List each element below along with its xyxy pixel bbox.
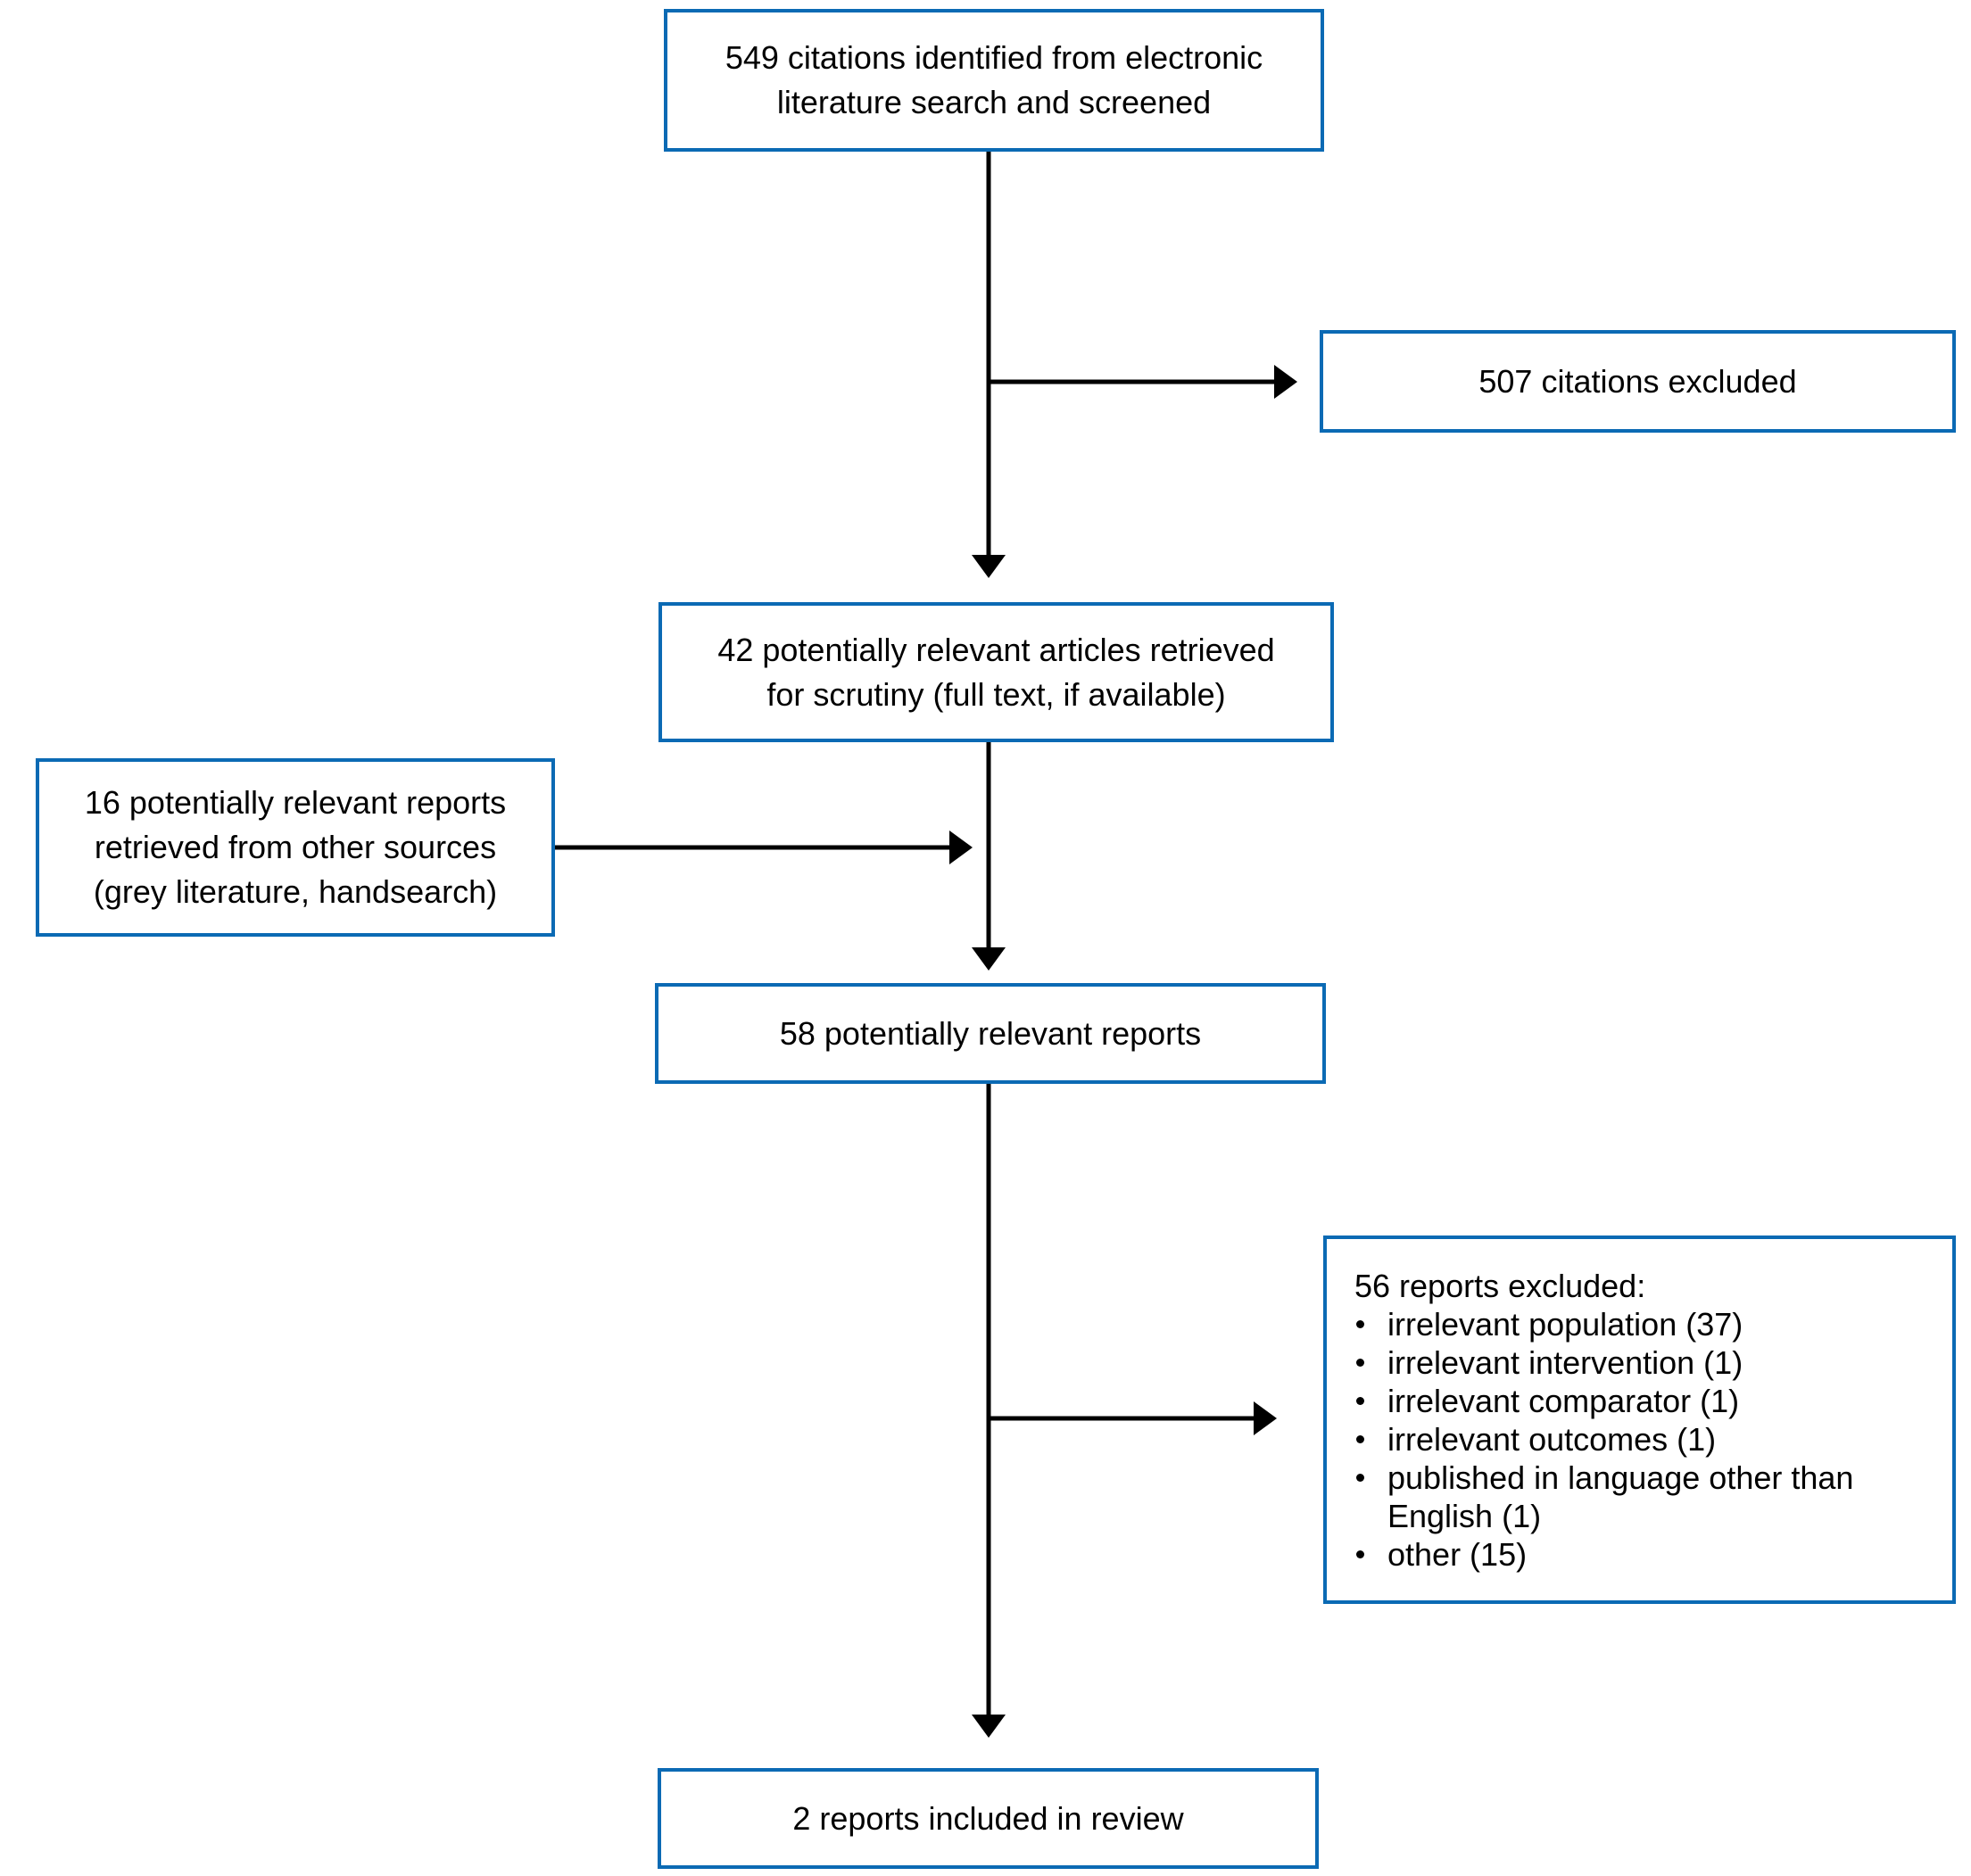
node-reports-included: 2 reports included in review (658, 1768, 1319, 1869)
reports-excluded-item: irrelevant outcomes (1) (1354, 1420, 1931, 1459)
reports-excluded-item: published in language other than English… (1354, 1459, 1931, 1535)
arrow-identified-to-retrieved (972, 152, 1006, 578)
arrow-branch-to-reports-excluded (987, 1401, 1277, 1435)
node-potentially-relevant: 58 potentially relevant reports (655, 983, 1326, 1084)
node-citations-excluded-text: 507 citations excluded (1478, 362, 1797, 400)
node-potentially-relevant-text: 58 potentially relevant reports (779, 1014, 1202, 1052)
arrow-other-sources-to-flow (555, 831, 973, 864)
reports-excluded-item: other (15) (1354, 1535, 1931, 1574)
node-reports-included-text: 2 reports included in review (792, 1799, 1184, 1837)
node-reports-excluded: 56 reports excluded: irrelevant populati… (1323, 1236, 1956, 1604)
node-articles-retrieved-text: 42 potentially relevant articles retriev… (717, 631, 1275, 713)
node-other-sources: 16 potentially relevant reports retrieve… (36, 758, 555, 937)
reports-excluded-item: irrelevant comparator (1) (1354, 1382, 1931, 1420)
arrow-branch-to-citations-excluded (987, 365, 1297, 399)
node-citations-identified-text: 549 citations identified from electronic… (725, 39, 1263, 120)
arrow-retrieved-to-potentially-relevant (972, 742, 1006, 971)
node-citations-identified: 549 citations identified from electronic… (664, 9, 1324, 152)
reports-excluded-item: irrelevant intervention (1) (1354, 1343, 1931, 1382)
node-reports-excluded-heading: 56 reports excluded: (1354, 1268, 1646, 1304)
arrow-potentially-relevant-to-included (972, 1084, 1006, 1738)
reports-excluded-list: irrelevant population (37) irrelevant in… (1354, 1305, 1931, 1574)
node-other-sources-text: 16 potentially relevant reports retrieve… (84, 784, 507, 910)
node-citations-excluded: 507 citations excluded (1320, 330, 1956, 433)
node-articles-retrieved: 42 potentially relevant articles retriev… (658, 602, 1334, 742)
reports-excluded-item: irrelevant population (37) (1354, 1305, 1931, 1343)
